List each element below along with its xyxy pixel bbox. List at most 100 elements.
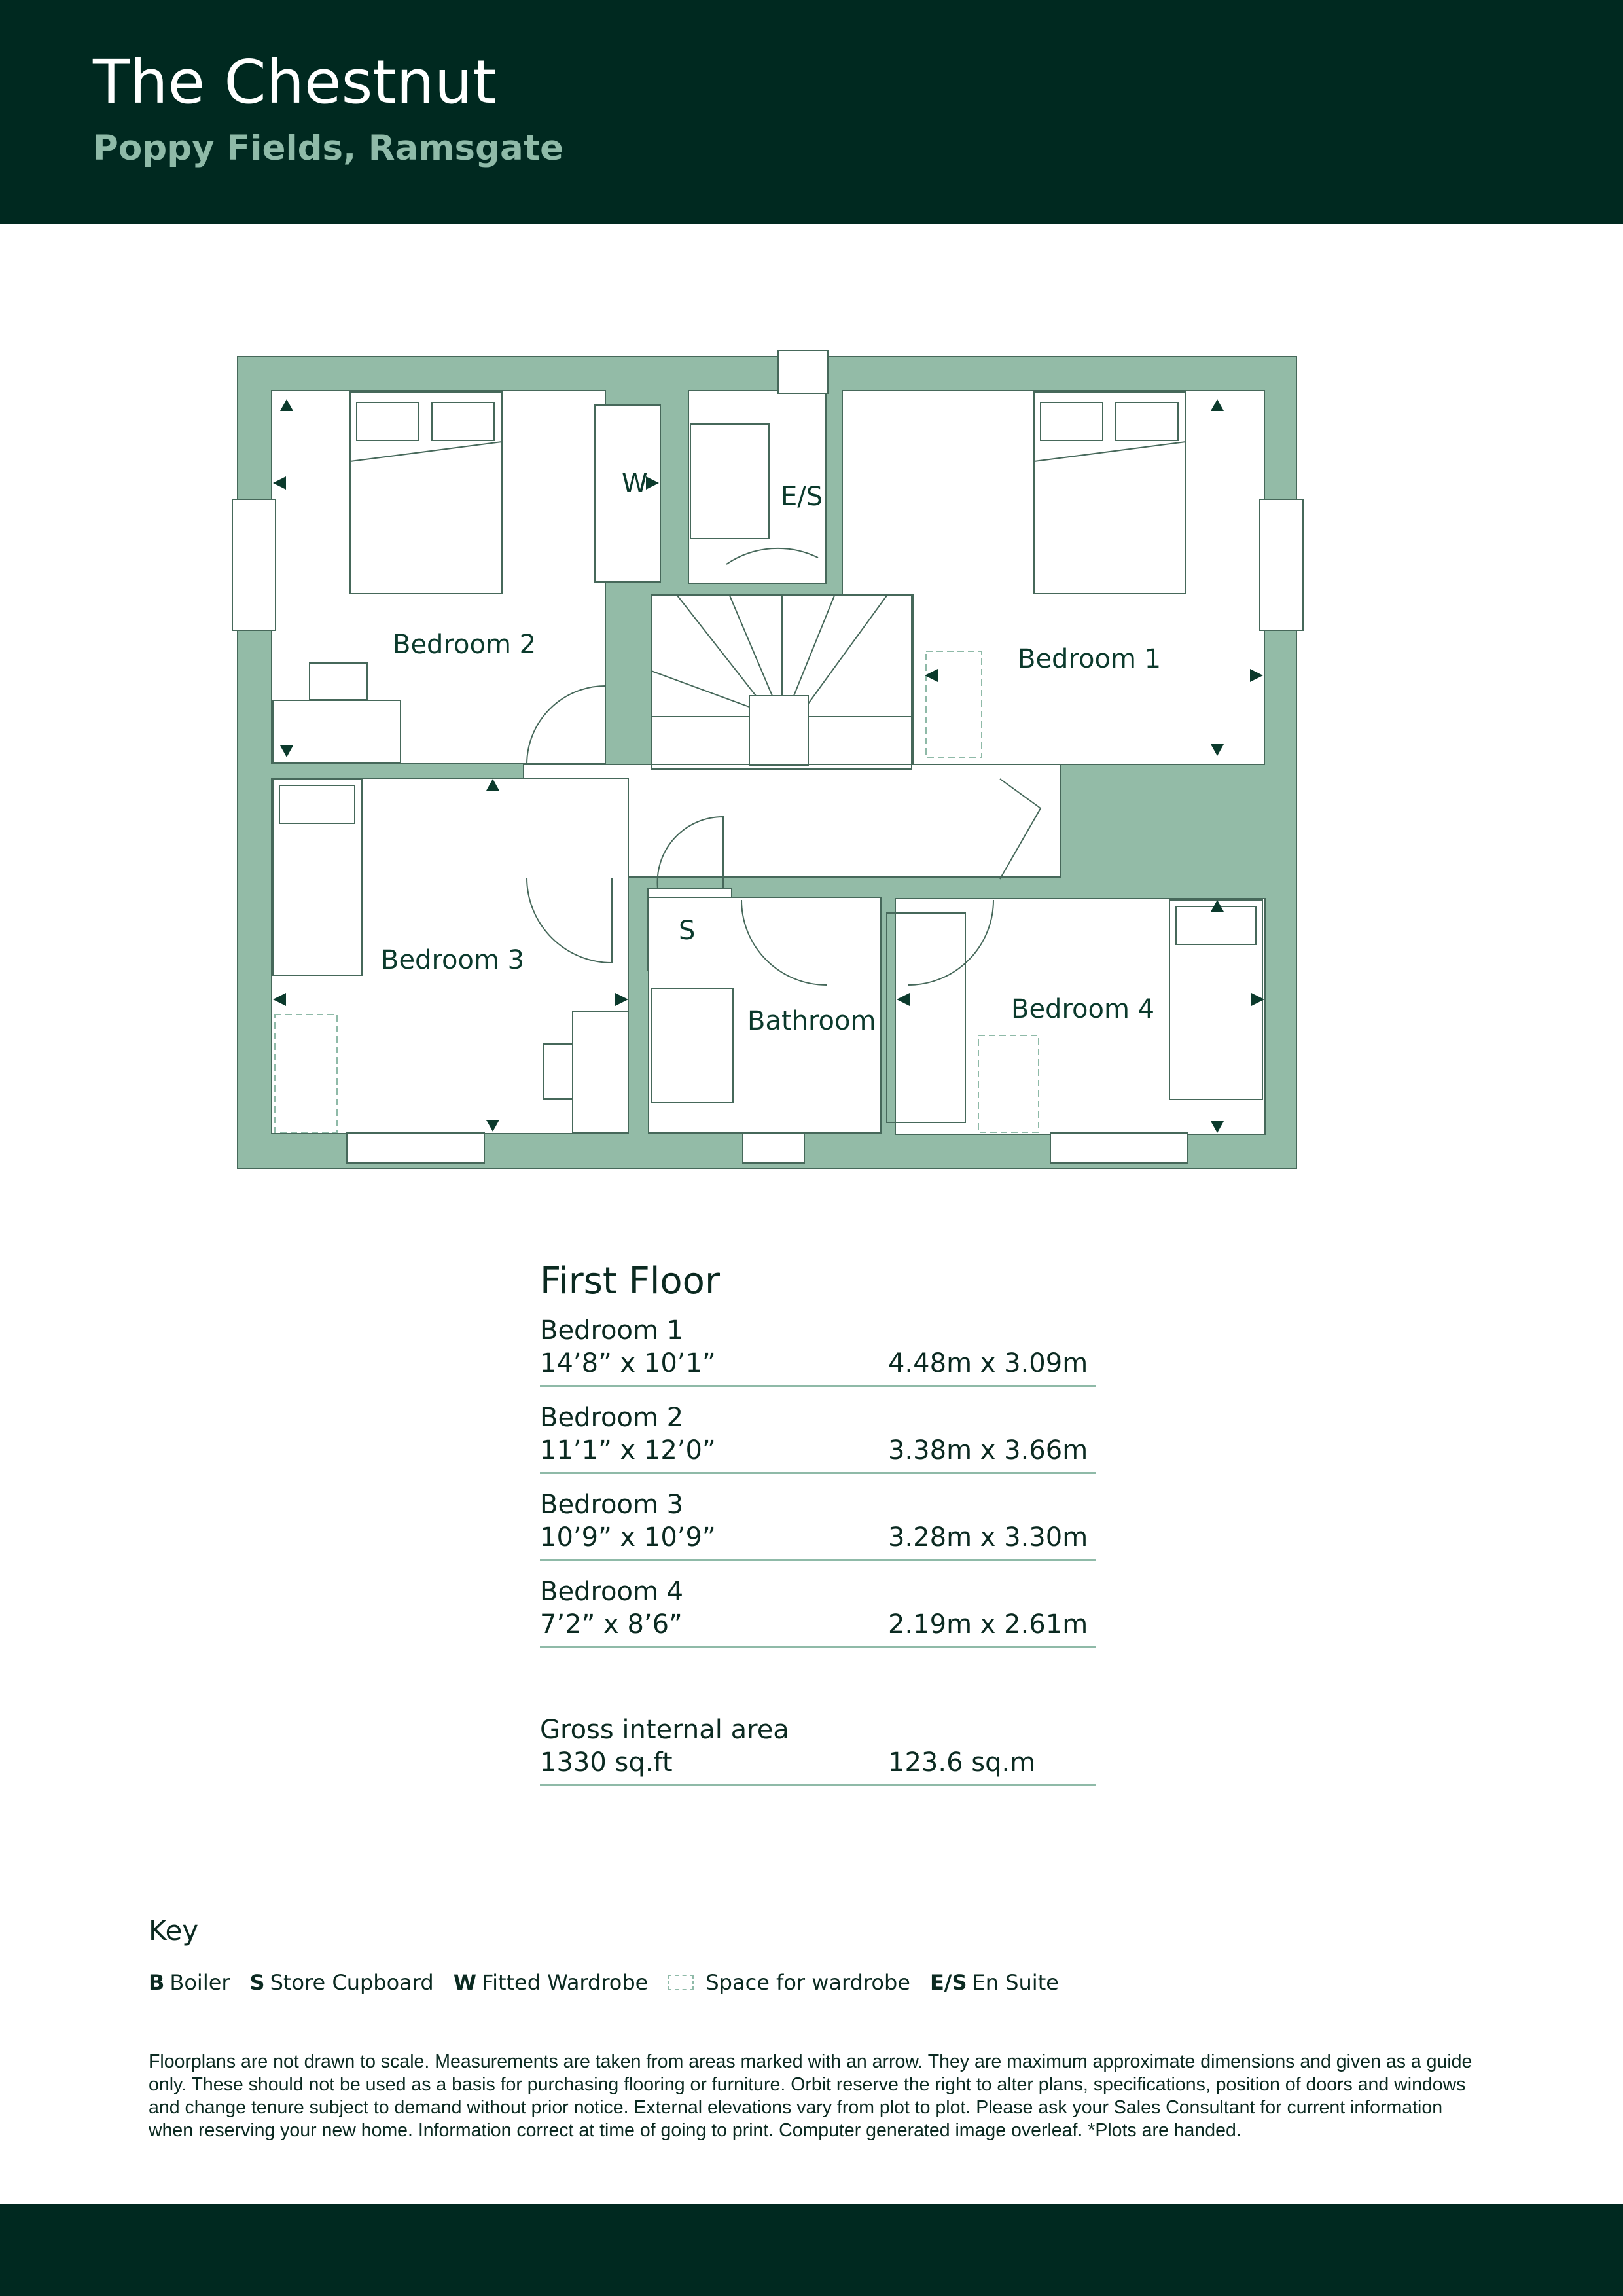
- door-bedroom4: [908, 899, 994, 986]
- bed-bedroom3: [272, 778, 363, 976]
- spec-imperial: 1330 sq.ft: [540, 1748, 673, 1778]
- wardrobe-spaces: [274, 651, 1039, 1133]
- door-bathroom: [741, 899, 827, 986]
- shower-ensuite: [690, 423, 770, 539]
- spec-room-name: Bedroom 3: [540, 1490, 684, 1520]
- door-ensuite: [726, 547, 819, 565]
- window-right: [1259, 499, 1304, 631]
- door-bedroom3: [526, 877, 613, 964]
- key-item-wardrobe-space: Space for wardrobe: [668, 1970, 910, 1995]
- spec-imperial: 10’9” x 10’9”: [540, 1522, 716, 1552]
- label-bathroom: Bathroom: [747, 1006, 876, 1036]
- chair-bedroom3: [543, 1043, 573, 1100]
- bed-bedroom1: [1033, 391, 1186, 594]
- pillow-bed2-right: [431, 402, 495, 441]
- key-item-ensuite: E/S En Suite: [930, 1970, 1059, 1995]
- stairs: [651, 595, 912, 770]
- disclaimer-text: Floorplans are not drawn to scale. Measu…: [149, 2051, 1472, 2141]
- pillow-bed1-left: [1040, 402, 1103, 441]
- spec-row-gross-area: Gross internal area 1330 sq.ft 123.6 sq.…: [540, 1713, 1096, 1786]
- spec-dimensions: 10’9” x 10’9” 3.28m x 3.30m: [540, 1521, 1096, 1554]
- spec-room-name: Bedroom 1: [540, 1316, 684, 1346]
- key-label: Boiler: [169, 1970, 230, 1995]
- spec-dimensions: 7’2” x 8’6” 2.19m x 2.61m: [540, 1608, 1096, 1641]
- stair-tread: [651, 670, 750, 708]
- spec-metric: 2.19m x 2.61m: [888, 1609, 1088, 1640]
- spec-imperial: 7’2” x 8’6”: [540, 1609, 683, 1640]
- key-legend: B Boiler S Store Cupboard W Fitted Wardr…: [149, 1970, 1079, 1995]
- measurement-arrows: [273, 399, 1264, 1133]
- stairs-core: [749, 695, 809, 766]
- key-title: Key: [149, 1914, 199, 1946]
- arrow: [280, 745, 293, 757]
- bath-bathroom: [886, 912, 966, 1123]
- key-code: E/S: [929, 1970, 967, 1995]
- arrow: [273, 993, 286, 1006]
- windows: [232, 350, 1304, 1164]
- arrow: [280, 399, 293, 411]
- spec-row-bedroom4: Bedroom 4 7’2” x 8’6” 2.19m x 2.61m: [540, 1575, 1096, 1648]
- window-bottom-right: [1050, 1132, 1188, 1164]
- spec-room-name: Bedroom 2: [540, 1403, 684, 1433]
- arrow: [1250, 669, 1263, 682]
- arrow: [486, 1120, 499, 1132]
- label-bedroom1: Bedroom 1: [1018, 644, 1161, 674]
- spec-dimensions: 1330 sq.ft 123.6 sq.m: [540, 1746, 1096, 1779]
- door-bedroom2: [526, 685, 606, 765]
- page-title: The Chestnut: [93, 47, 497, 117]
- floor-plan-drawing: Bedroom 2 Bedroom 1 Bedroom 3 Bedroom 4 …: [232, 350, 1304, 1169]
- window-bottom-left: [346, 1132, 485, 1164]
- room-dimensions: First Floor Bedroom 1 14’8” x 10’1” 4.48…: [540, 1260, 1096, 1801]
- stair-tread: [808, 595, 887, 704]
- arrow: [615, 993, 628, 1006]
- window-bottom-center: [742, 1132, 805, 1164]
- spec-metric: 123.6 sq.m: [888, 1748, 1036, 1778]
- arrow: [925, 669, 938, 682]
- pillow-bed3: [279, 785, 355, 824]
- key-code: S: [249, 1970, 265, 1995]
- arrow: [1211, 900, 1224, 912]
- page-subtitle: Poppy Fields, Ramsgate: [93, 128, 564, 168]
- key-item-store: S Store Cupboard: [250, 1970, 434, 1995]
- spec-row-bedroom3: Bedroom 3 10’9” x 10’9” 3.28m x 3.30m: [540, 1488, 1096, 1561]
- shower-bathroom: [651, 988, 734, 1103]
- floor-title: First Floor: [540, 1260, 720, 1302]
- key-code: B: [149, 1970, 165, 1995]
- arrow: [1211, 399, 1224, 411]
- stair-tread: [729, 595, 773, 696]
- key-code: W: [453, 1970, 476, 1995]
- key-label: Space for wardrobe: [705, 1970, 910, 1995]
- label-ensuite: E/S: [781, 482, 823, 512]
- stair-tread: [793, 595, 835, 696]
- spec-row-bedroom1: Bedroom 1 14’8” x 10’1” 4.48m x 3.09m: [540, 1314, 1096, 1387]
- label-store: S: [679, 916, 695, 946]
- spec-gross-name: Gross internal area: [540, 1715, 789, 1745]
- room-bathroom: [648, 897, 882, 1134]
- arrow: [897, 993, 910, 1006]
- chair-bedroom2: [309, 662, 368, 700]
- wardrobe-space-bedroom4: [978, 1035, 1039, 1133]
- wardrobe-space-bedroom1: [925, 651, 982, 758]
- window-top: [777, 350, 829, 394]
- spec-imperial: 11’1” x 12’0”: [540, 1435, 716, 1465]
- floor-plan: Bedroom 2 Bedroom 1 Bedroom 3 Bedroom 4 …: [232, 350, 1306, 1185]
- spec-row-bedroom2: Bedroom 2 11’1” x 12’0” 3.38m x 3.66m: [540, 1401, 1096, 1474]
- window-left: [232, 499, 276, 631]
- key-label: Fitted Wardrobe: [481, 1970, 649, 1995]
- spec-metric: 3.28m x 3.30m: [888, 1522, 1088, 1552]
- spec-metric: 3.38m x 3.66m: [888, 1435, 1088, 1465]
- arrow: [486, 779, 499, 791]
- arrow: [1211, 1121, 1224, 1133]
- spec-room-name: Bedroom 4: [540, 1577, 684, 1607]
- bed-bedroom2-cover: [349, 441, 503, 462]
- spec-dimensions: 14’8” x 10’1” 4.48m x 3.09m: [540, 1347, 1096, 1380]
- door-store: [656, 816, 724, 889]
- room-bedroom4: [895, 898, 1266, 1135]
- label-bedroom2: Bedroom 2: [393, 630, 536, 660]
- footer-banner: [0, 2204, 1623, 2296]
- key-label: En Suite: [972, 1970, 1059, 1995]
- spec-metric: 4.48m x 3.09m: [888, 1348, 1088, 1378]
- room-wardrobe: [594, 404, 661, 583]
- doors: [526, 547, 1042, 986]
- pillow-bed1-right: [1115, 402, 1179, 441]
